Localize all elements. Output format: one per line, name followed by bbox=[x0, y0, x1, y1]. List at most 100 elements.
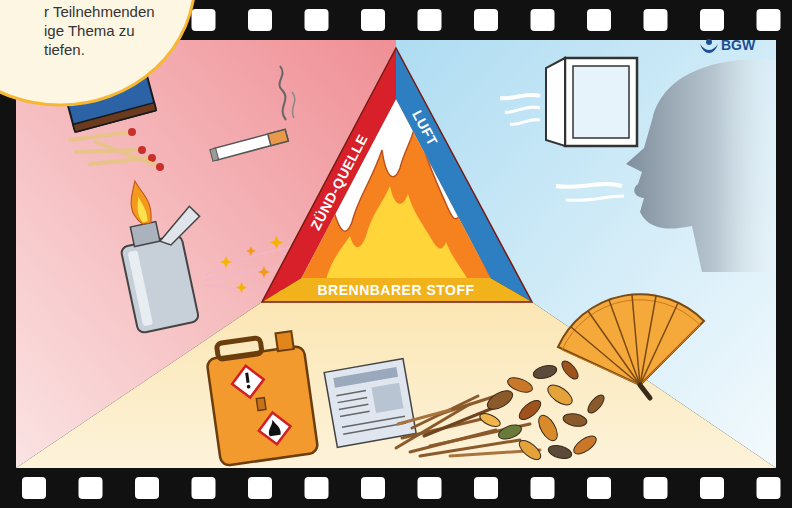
matches bbox=[156, 163, 164, 171]
logo-icon bbox=[700, 39, 718, 53]
film-hole bbox=[192, 477, 216, 499]
open-window bbox=[500, 95, 540, 98]
hand-fan bbox=[558, 294, 704, 398]
hand-fan bbox=[609, 300, 640, 385]
film-hole bbox=[248, 477, 272, 499]
hand-fan bbox=[558, 294, 704, 385]
lighter bbox=[135, 196, 148, 223]
leaves bbox=[535, 412, 561, 443]
film-hole bbox=[361, 9, 385, 31]
jerrycan bbox=[257, 410, 293, 446]
leaves bbox=[532, 363, 558, 381]
film-hole bbox=[531, 477, 555, 499]
newspaper bbox=[340, 411, 370, 416]
cigarette bbox=[210, 148, 219, 161]
cigarette bbox=[279, 66, 286, 120]
jerrycan bbox=[245, 373, 249, 383]
leaves bbox=[478, 411, 502, 429]
sparks bbox=[236, 282, 247, 293]
open-window bbox=[565, 58, 637, 146]
leaves bbox=[559, 358, 581, 381]
blowing-face bbox=[556, 59, 776, 272]
lighter bbox=[107, 169, 220, 333]
leaves bbox=[478, 358, 607, 463]
jerrycan bbox=[206, 346, 318, 467]
hand-fan bbox=[640, 296, 656, 385]
newspaper bbox=[324, 359, 416, 448]
cigarette bbox=[210, 129, 288, 161]
band-label: BRENNBARER STOFF bbox=[317, 282, 474, 298]
cigarette bbox=[210, 66, 295, 161]
film-hole bbox=[474, 9, 498, 31]
fire-triangle bbox=[262, 48, 532, 302]
film-hole bbox=[361, 477, 385, 499]
hand-fan bbox=[588, 311, 640, 385]
matches bbox=[73, 103, 156, 132]
newspaper bbox=[339, 404, 369, 409]
open-window bbox=[505, 107, 540, 112]
leaves bbox=[571, 433, 599, 458]
leaves bbox=[506, 375, 535, 395]
newspaper bbox=[338, 397, 368, 402]
matches bbox=[96, 142, 158, 166]
twigs bbox=[396, 392, 540, 456]
film-hole bbox=[305, 477, 329, 499]
film-hole bbox=[474, 477, 498, 499]
triangle-band: LUFT bbox=[404, 101, 445, 154]
newspaper bbox=[324, 359, 416, 448]
fire-triangle bbox=[300, 120, 492, 280]
logo-text: BGW bbox=[721, 37, 755, 53]
leaves bbox=[484, 387, 515, 413]
film-hole bbox=[531, 9, 555, 31]
triangle-band: BRENNBARER STOFF bbox=[311, 280, 480, 300]
cigarette bbox=[214, 129, 289, 160]
jerrycan bbox=[204, 330, 318, 466]
film-hole bbox=[192, 9, 216, 31]
hand-fan bbox=[632, 295, 640, 385]
bubble-text: r Teilnehmenden ige Thema zu tiefen. bbox=[44, 2, 172, 59]
cigarette bbox=[292, 92, 295, 118]
lighter bbox=[107, 169, 220, 333]
film-hole bbox=[700, 9, 724, 31]
blowing-face bbox=[556, 184, 622, 187]
open-window bbox=[546, 58, 565, 146]
open-window bbox=[500, 58, 637, 146]
sparks bbox=[258, 266, 270, 278]
leaves bbox=[545, 381, 576, 409]
leaves bbox=[497, 422, 524, 441]
film-hole bbox=[644, 477, 668, 499]
twigs bbox=[398, 410, 450, 424]
sparks bbox=[246, 246, 256, 256]
speech-bubble: r Teilnehmenden ige Thema zu tiefen. bbox=[44, 2, 172, 59]
film-hole bbox=[79, 477, 103, 499]
fire-triangle bbox=[300, 120, 492, 280]
hand-fan bbox=[640, 385, 650, 398]
jerrycan bbox=[267, 419, 281, 436]
film-hole bbox=[587, 9, 611, 31]
lighter bbox=[130, 222, 160, 247]
newspaper bbox=[336, 391, 366, 396]
hand-fan bbox=[562, 300, 700, 385]
film-hole bbox=[418, 9, 442, 31]
blowing-face bbox=[626, 59, 776, 272]
film-hole bbox=[135, 477, 159, 499]
newspaper bbox=[372, 383, 404, 413]
band-label: LUFT bbox=[409, 108, 441, 149]
film-hole bbox=[587, 477, 611, 499]
leaves bbox=[516, 437, 544, 463]
film-hole bbox=[22, 477, 46, 499]
sparks bbox=[270, 236, 283, 249]
twigs bbox=[396, 404, 470, 448]
matches bbox=[128, 128, 136, 136]
lighter bbox=[127, 250, 153, 326]
lighter bbox=[154, 205, 204, 247]
fire-triangle bbox=[262, 278, 532, 302]
leaves bbox=[547, 443, 573, 461]
jerrycan bbox=[256, 398, 266, 411]
jerrycan bbox=[275, 331, 293, 351]
fire-triangle bbox=[326, 186, 468, 280]
lighter bbox=[126, 179, 153, 226]
